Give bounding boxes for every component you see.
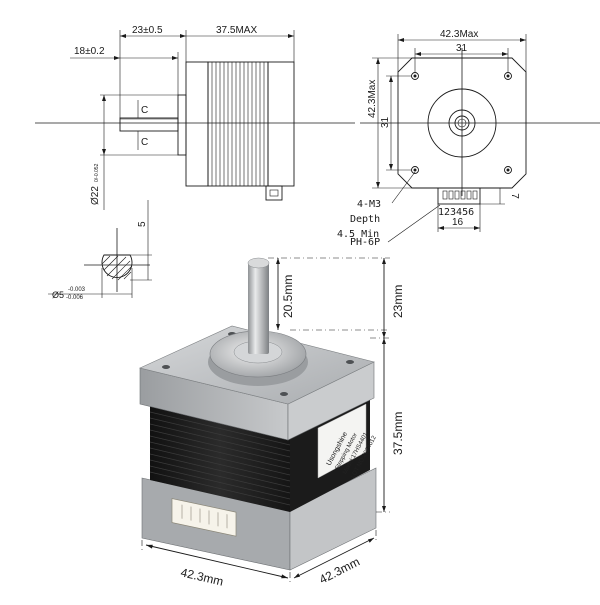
dim-boss-length: 18±0.2: [74, 46, 105, 57]
dim-hole-spacing-h: 31: [456, 43, 468, 54]
flat-mark-top: C: [141, 105, 148, 116]
dim-shaft-length: 20.5mm: [281, 275, 295, 318]
dim-pilot-diameter: Ø22: [90, 186, 101, 205]
dim-connector-height: 7: [509, 193, 520, 199]
dim-width-max: 42.3Max: [440, 29, 478, 40]
screw-leader: [391, 171, 416, 204]
render-connector-pins: [181, 504, 228, 529]
note-depth: Depth: [350, 214, 380, 225]
dim-body-length: 37.5MAX: [216, 25, 257, 36]
connector-pin-numbers: 123456: [438, 207, 474, 218]
note-depth-value: 4.5 Min: [337, 229, 379, 240]
connector-pins: [442, 190, 478, 200]
flat-mark-bottom: C: [141, 137, 148, 148]
note-screw: 4-M3: [357, 199, 381, 210]
front-face: [397, 57, 527, 189]
pilot-boss: [427, 88, 497, 158]
boss-ring: [448, 109, 476, 137]
front-cap: [185, 61, 209, 187]
stator-body: [207, 61, 269, 187]
dim-connector-width: 16: [452, 217, 464, 228]
dim-shaft-diameter: Ø5: [52, 290, 64, 300]
dim-width-right: 42.3mm: [317, 555, 362, 587]
dim-flange-length: 23±0.5: [132, 25, 163, 36]
shaft-section: 5 Ø5 -0.003 -0.006: [48, 200, 152, 301]
motor-render: Usongshine Stepping Motor Model:17HS4401…: [139, 257, 378, 571]
dim-height-max: 42.3Max: [367, 80, 378, 118]
dim-width-left: 42.3mm: [179, 565, 224, 588]
dim-shaft-total: 23mm: [391, 285, 405, 318]
tol-shaft-lower: -0.006: [66, 295, 84, 301]
dim-hole-spacing-v: 31: [380, 116, 391, 128]
tol-shaft-upper: -0.003: [68, 287, 86, 293]
shaft-end: [454, 115, 470, 131]
side-connector: [265, 185, 283, 201]
side-view: C C 23±0.5 37.5MAX 18±0.2 Ø22 0/-0.052: [35, 25, 355, 210]
connector-leader: [387, 204, 441, 243]
dim-shaft-flat: 5: [137, 221, 148, 227]
section-hatch: [101, 255, 133, 281]
pilot-flange: [177, 94, 187, 156]
front-view: 123456 42.3Max 31 42.3Max 31: [337, 29, 600, 248]
note-connector: PH-6P: [350, 237, 380, 248]
dim-body-height: 37.5mm: [391, 412, 405, 455]
shaft-outline: [119, 117, 179, 132]
render-shaft: [248, 262, 269, 354]
lamination-lines: [211, 62, 265, 186]
render-shaft-tip: [247, 257, 270, 269]
render-connector: [171, 498, 237, 537]
front-connector: [437, 187, 481, 205]
dim-pilot-tolerance: 0/-0.052: [94, 163, 100, 182]
rear-cap: [267, 61, 295, 187]
bottom-cap-right: [289, 467, 377, 571]
motor-label-plate: [317, 403, 367, 479]
render-laminations: [149, 411, 291, 506]
